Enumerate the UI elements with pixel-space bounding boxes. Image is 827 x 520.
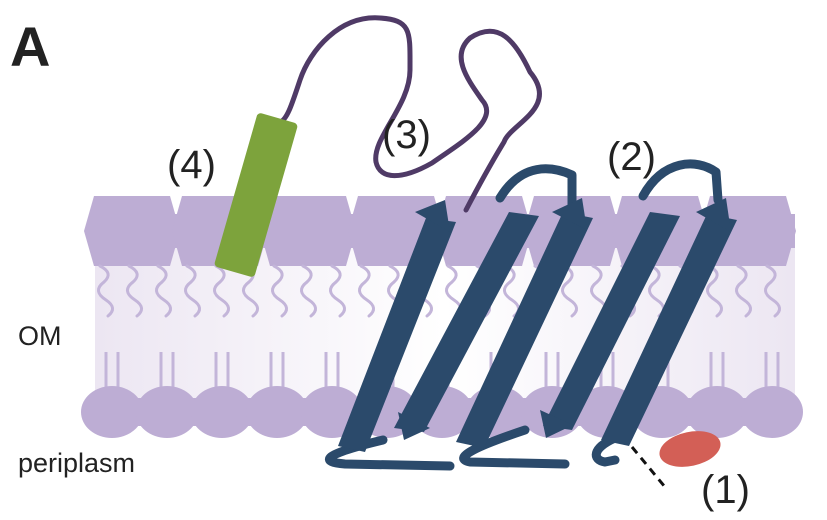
site-label-1: (1) <box>701 468 750 512</box>
beta-strand-3 <box>456 212 593 448</box>
outer-lipid-tail <box>155 264 172 318</box>
amphipathic-helix <box>214 113 298 277</box>
extracellular-loop-3 <box>277 15 542 213</box>
strand-arrow-5 <box>696 198 731 232</box>
outer-lipid-tail <box>329 264 346 318</box>
extracellular-turn-1 <box>495 164 577 210</box>
outer-lipid-tail <box>764 264 781 318</box>
strand-arrow-2 <box>398 412 430 440</box>
inner-headgroup <box>686 386 748 438</box>
beta-strand-1 <box>338 218 456 452</box>
outer-lipid-tail <box>358 264 375 318</box>
site-label-3: (3) <box>382 113 431 157</box>
site-label-2: (2) <box>607 135 656 179</box>
beta-strand-5 <box>601 214 737 446</box>
extracellular-turn-2 <box>638 159 723 205</box>
inner-headgroup <box>136 386 198 438</box>
strand-arrow-3 <box>552 198 587 230</box>
outer-lipid-tail <box>213 264 230 318</box>
periplasmic-turn-2 <box>459 425 570 469</box>
inner-headgroup <box>246 386 308 438</box>
strand-arrow-4 <box>540 410 573 438</box>
beta-strand-2 <box>394 212 539 432</box>
site-label-4: (4) <box>167 143 216 187</box>
outer-lipid-tail <box>97 264 114 318</box>
om-label: OM <box>18 321 62 351</box>
outer-lipid-tail <box>706 264 723 318</box>
outer-lipid-tail <box>271 264 288 318</box>
outer-lipid-tail <box>735 264 752 318</box>
beta-strand-4 <box>543 212 680 430</box>
outer-headgroup <box>260 196 356 266</box>
inner-headgroup <box>741 386 803 438</box>
outer-lipid-tail <box>300 264 317 318</box>
outer-lipid-tail <box>561 264 578 318</box>
outer-lipid-tail <box>184 264 201 318</box>
beta-barrel <box>324 159 737 471</box>
panel-label: A <box>10 15 50 78</box>
outer-lipid-tail <box>126 264 143 318</box>
strand-arrow-1 <box>415 200 450 232</box>
inner-headgroup <box>191 386 253 438</box>
outer-headgroup <box>84 196 180 266</box>
cleaved-fragment <box>659 431 721 467</box>
periplasm-label: periplasm <box>18 448 135 478</box>
inner-headgroup <box>81 386 143 438</box>
cleavage-site-line <box>630 446 667 488</box>
